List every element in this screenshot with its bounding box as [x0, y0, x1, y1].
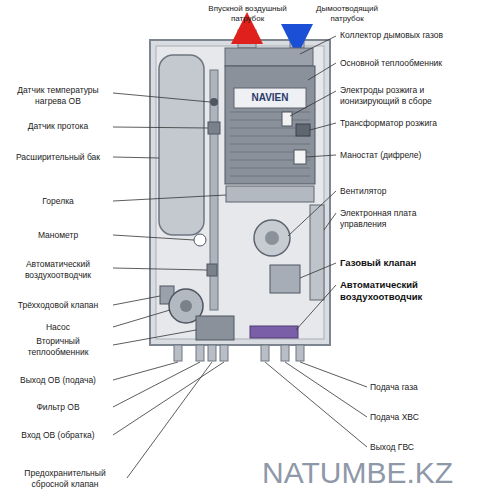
part-label: Автоматический воздухоотводчик	[340, 279, 495, 303]
part-label: Насос	[5, 322, 111, 333]
part-label: Коллектор дымовых газов	[340, 30, 450, 41]
connection-label: Фильтр ОВ	[5, 402, 111, 413]
pipe-label: Впускной воздушный патрубок	[200, 4, 295, 24]
part-label: Расширительный бак	[5, 152, 111, 163]
connection-label: Вход ОВ (обратка)	[5, 430, 111, 441]
connection-label: Выход ГВС	[370, 442, 490, 453]
part-label: Трёхходовой клапан	[5, 300, 111, 311]
connection-label: Подача газа	[370, 382, 490, 393]
part-label: Автоматический воздухоотводчик	[5, 259, 111, 280]
part-label: Датчик протока	[5, 121, 111, 132]
watermark: NATUMBE.KZ	[262, 458, 492, 488]
part-label: Основной теплообменник	[340, 58, 490, 69]
pipe-label: Дымоотводящий патрубок	[302, 4, 392, 24]
part-label: Вентилятор	[340, 186, 490, 197]
connection-label: Предохранительный сбросной клапан	[5, 468, 125, 489]
part-label: Горелка	[5, 196, 111, 207]
connection-label: Подача ХВС	[370, 412, 490, 423]
brand-logo: NAVIEN	[234, 92, 306, 105]
part-label: Вторичный теплообменник	[5, 336, 111, 357]
part-label: Трансформатор розжига	[340, 118, 490, 129]
part-label: Датчик температуры нагрева ОВ	[5, 85, 111, 106]
part-label: Электроды розжига и ионизирующий в сборе	[340, 85, 470, 106]
part-label: Электронная плата управления	[340, 208, 460, 229]
part-label: Газовый клапан	[340, 257, 495, 269]
part-label: Манометр	[5, 230, 111, 241]
part-label: Маностат (дифреле)	[340, 150, 490, 161]
connection-label: Выход ОВ (подача)	[5, 375, 111, 386]
